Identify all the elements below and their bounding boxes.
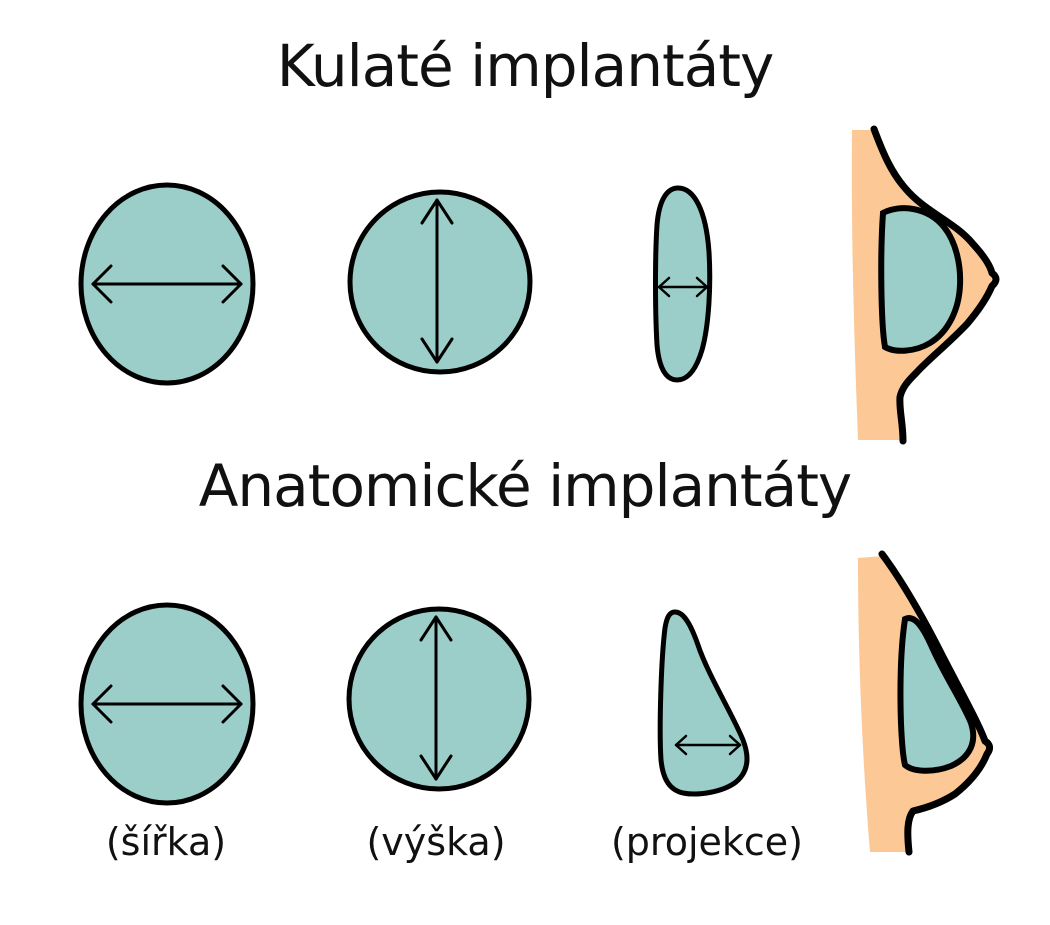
width-arrow-icon (91, 264, 243, 304)
anatomical-implant-breast-profile-figure (858, 550, 994, 856)
projection-arrow-icon (674, 734, 742, 756)
projection-arrow-icon (657, 276, 709, 298)
round-implant-width-figure (78, 182, 256, 386)
round-implant-projection-figure (653, 185, 713, 383)
anatomical-implant-projection-figure (657, 609, 750, 797)
anatomical-implant-front-shape (346, 606, 532, 792)
round-implant-height-figure (347, 189, 533, 375)
anatomical-implant-side-shape (657, 609, 750, 797)
height-dimension-label: (výška) (366, 820, 506, 864)
round-implants-title: Kulaté implantáty (276, 32, 775, 100)
projection-dimension-label: (projekce) (610, 820, 804, 864)
height-arrow-icon (420, 198, 454, 364)
width-dimension-label: (šířka) (105, 820, 227, 864)
round-implant-side-shape (653, 185, 713, 383)
round-implant-front-shape (347, 189, 533, 375)
implant-inside-breast-shape (897, 615, 977, 774)
width-arrow-icon (91, 684, 243, 724)
implant-inside-breast-shape (878, 205, 964, 354)
round-implant-breast-profile-figure (851, 125, 1000, 445)
breast-contour-line (878, 550, 994, 856)
breast-contour-line (870, 125, 1000, 445)
height-arrow-icon (419, 615, 453, 781)
anatomical-implants-title: Anatomické implantáty (198, 452, 853, 520)
anatomical-implant-height-figure (346, 606, 532, 792)
anatomical-implant-width-figure (78, 602, 256, 806)
